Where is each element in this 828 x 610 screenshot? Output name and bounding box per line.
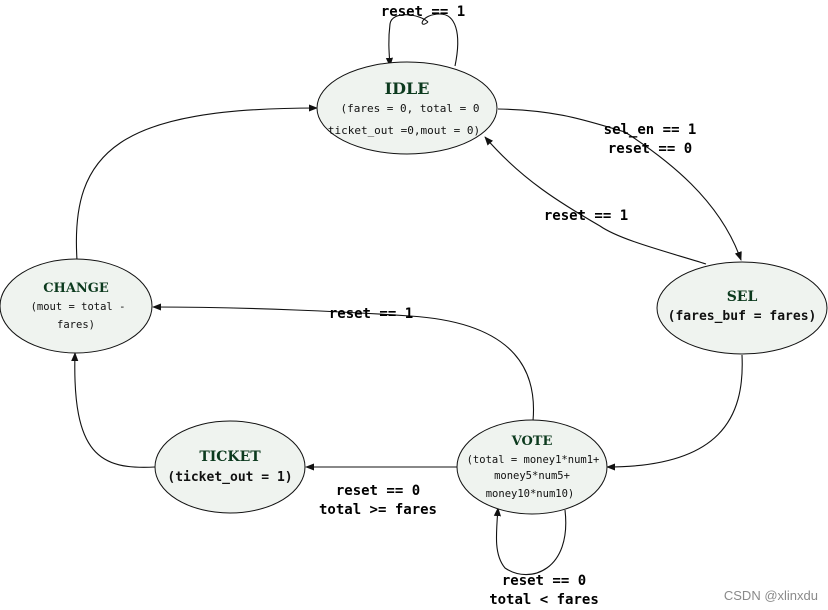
cond-idle-to-sel-2: reset == 0 <box>608 141 692 157</box>
edge-change-to-idle <box>75 104 318 261</box>
state-sel-detail-1: (fares_buf = fares) <box>668 309 817 324</box>
cond-vote-to-change: reset == 1 <box>329 306 413 322</box>
cond-idle-self: reset == 1 <box>381 4 465 20</box>
state-sel-name: SEL <box>727 289 758 305</box>
watermark: CSDN @xlinxdu <box>724 588 818 603</box>
state-ticket-name: TICKET <box>199 449 261 465</box>
edge-idle-to-sel <box>497 108 742 261</box>
state-ticket: TICKET (ticket_out = 1) <box>154 420 306 514</box>
cond-vote-self-1: reset == 0 <box>502 573 586 589</box>
cond-vote-to-ticket-2: total >= fares <box>319 502 437 518</box>
edge-vote-to-change <box>152 303 535 422</box>
edge-sel-to-idle <box>484 136 707 265</box>
edge-sel-to-vote <box>606 354 743 471</box>
cond-vote-to-ticket-1: reset == 0 <box>336 483 420 499</box>
state-change: CHANGE (mout = total - fares) <box>0 258 153 354</box>
state-vote-detail-1: (total = money1*num1+ <box>467 454 600 466</box>
state-idle-detail-2: ticket_out =0,mout = 0) <box>328 124 480 137</box>
state-vote-detail-2: money5*num5+ <box>494 470 570 482</box>
cond-vote-self-2: total < fares <box>489 592 599 608</box>
state-idle: IDLE (fares = 0, total = 0 ticket_out =0… <box>316 61 498 155</box>
state-idle-name: IDLE <box>385 79 430 98</box>
edge-ticket-to-change <box>71 352 156 468</box>
state-ticket-detail-1: (ticket_out = 1) <box>167 470 292 485</box>
state-change-detail-2: fares) <box>57 319 95 331</box>
state-vote: VOTE (total = money1*num1+ money5*num5+ … <box>456 419 608 515</box>
edge-vote-self <box>493 507 567 576</box>
cond-idle-to-sel-1: sel_en == 1 <box>604 122 697 138</box>
edge-idle-self <box>389 13 459 66</box>
state-vote-detail-3: money10*num10) <box>486 488 575 500</box>
state-idle-detail-1: (fares = 0, total = 0 <box>340 102 479 115</box>
state-sel: SEL (fares_buf = fares) <box>656 261 828 355</box>
state-change-name: CHANGE <box>43 281 109 296</box>
state-change-detail-1: (mout = total - <box>31 301 126 313</box>
state-vote-name: VOTE <box>511 434 553 449</box>
cond-sel-to-idle: reset == 1 <box>544 208 628 224</box>
